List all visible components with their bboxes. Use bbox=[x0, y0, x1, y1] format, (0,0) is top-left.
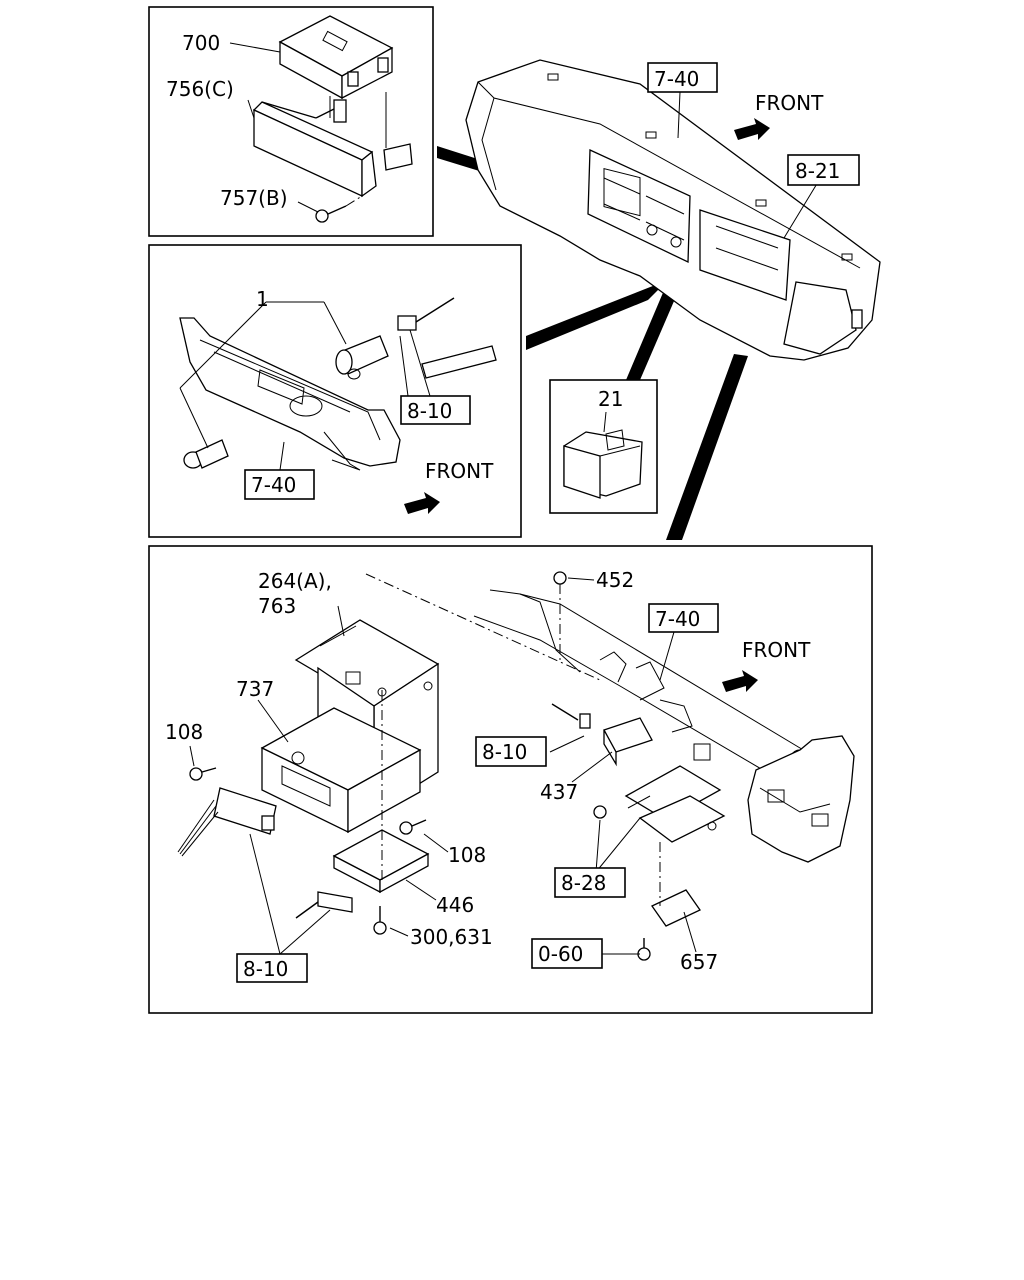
lighter-panel-drawing bbox=[179, 297, 497, 471]
part-label-264a: 264(A), bbox=[258, 569, 332, 593]
part-label-757b: 757(B) bbox=[220, 186, 288, 210]
ref-box-7-40-top[interactable] bbox=[647, 62, 718, 93]
front-arrow-mid bbox=[404, 492, 440, 514]
front-arrow-bottom bbox=[722, 670, 758, 692]
panel-control-unit bbox=[148, 6, 434, 237]
dashboard-drawing bbox=[465, 59, 881, 361]
front-label-top: FRONT bbox=[755, 91, 824, 115]
bracket-657-drawing bbox=[651, 842, 701, 927]
ref-label-7-40-mid[interactable]: 7-40 bbox=[251, 473, 296, 497]
ref-box-8-10-bottom-left[interactable] bbox=[236, 953, 308, 983]
part-label-657: 657 bbox=[680, 950, 718, 974]
front-label-bottom: FRONT bbox=[742, 638, 811, 662]
bolts-drawing bbox=[189, 571, 651, 961]
ref-label-8-21[interactable]: 8-21 bbox=[795, 159, 840, 183]
harness-drawing bbox=[177, 787, 353, 919]
ref-label-8-10-bottom-mid[interactable]: 8-10 bbox=[482, 740, 527, 764]
ref-box-8-28[interactable] bbox=[554, 867, 626, 898]
part-label-21: 21 bbox=[598, 387, 623, 411]
ref-label-7-40-top[interactable]: 7-40 bbox=[654, 67, 699, 91]
ref-box-7-40-bottom[interactable] bbox=[648, 603, 719, 633]
ref-box-8-10-bottom-mid[interactable] bbox=[475, 736, 547, 767]
ref-label-8-10-mid[interactable]: 8-10 bbox=[407, 399, 452, 423]
ref-box-8-10-mid[interactable] bbox=[400, 395, 471, 425]
part-label-1: 1 bbox=[256, 287, 269, 311]
part-label-756c: 756(C) bbox=[166, 77, 234, 101]
ref-box-7-40-mid[interactable] bbox=[244, 469, 315, 500]
cross-member-drawing bbox=[365, 573, 855, 863]
panel-switch bbox=[549, 379, 658, 514]
ref-box-0-60[interactable] bbox=[531, 938, 603, 969]
part-label-763: 763 bbox=[258, 594, 296, 618]
part-label-446: 446 bbox=[436, 893, 474, 917]
part-label-108-right: 108 bbox=[448, 843, 486, 867]
control-unit-drawing bbox=[252, 15, 413, 223]
part-label-700: 700 bbox=[182, 31, 220, 55]
front-label-mid: FRONT bbox=[425, 459, 494, 483]
part-label-452: 452 bbox=[596, 568, 634, 592]
part-label-437: 437 bbox=[540, 780, 578, 804]
part-label-300-631: 300,631 bbox=[410, 925, 493, 949]
ref-label-8-28[interactable]: 8-28 bbox=[561, 871, 606, 895]
ref-label-7-40-bottom[interactable]: 7-40 bbox=[655, 607, 700, 631]
panel-lighter bbox=[148, 244, 522, 538]
ref-label-8-10-bottom-left[interactable]: 8-10 bbox=[243, 957, 288, 981]
callout-wedge-mid bbox=[526, 280, 668, 350]
ref-box-8-21[interactable] bbox=[787, 154, 860, 186]
connector-437-drawing bbox=[551, 703, 653, 767]
part-label-108-left: 108 bbox=[165, 720, 203, 744]
panel-lower-assembly bbox=[148, 545, 873, 1014]
bracket-828-drawing bbox=[624, 765, 726, 843]
unit-446-drawing bbox=[332, 690, 430, 894]
unit-737-drawing bbox=[260, 707, 422, 834]
ref-label-0-60[interactable]: 0-60 bbox=[538, 942, 583, 966]
callout-wedge-bottom bbox=[666, 354, 748, 540]
front-arrow-top bbox=[734, 118, 770, 140]
part-label-737: 737 bbox=[236, 677, 274, 701]
switch-drawing bbox=[563, 429, 643, 499]
